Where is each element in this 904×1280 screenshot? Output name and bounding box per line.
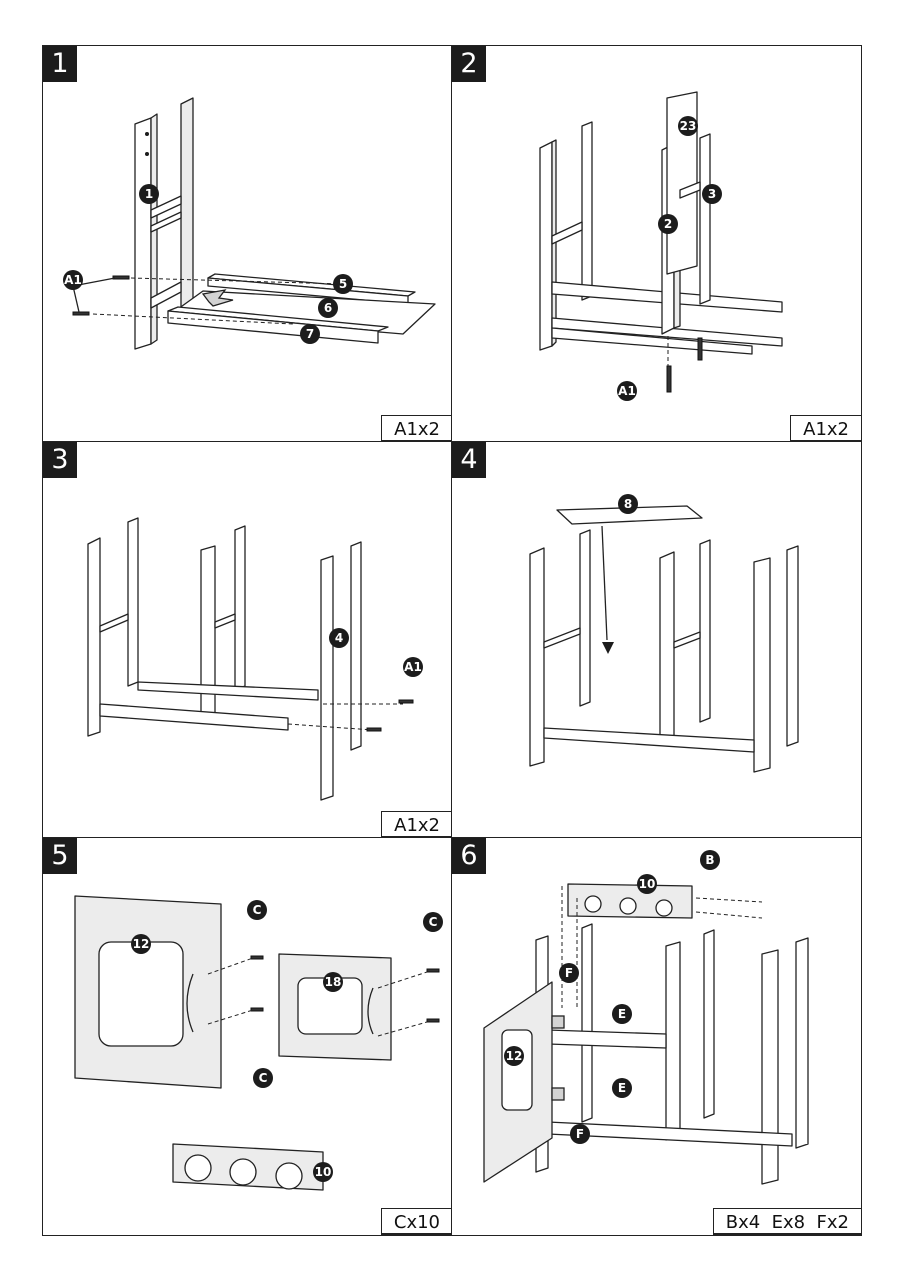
svg-text:1: 1	[145, 187, 153, 201]
step-4-illustration: 8	[529, 494, 799, 773]
step-number: 3	[43, 442, 77, 478]
step-1-illustration: 1 5 6 7 A1	[63, 97, 436, 350]
callout-part-12: 12	[131, 934, 151, 954]
svg-text:F: F	[565, 966, 573, 980]
svg-text:A1: A1	[404, 660, 422, 674]
step-number: 1	[43, 46, 77, 82]
callout-screw-c: C	[247, 900, 267, 920]
callout-hinge-f: F	[559, 963, 579, 983]
step-6-panel: 10 B F E E F 12 6 Bx4 Ex8 Fx2	[451, 837, 862, 1236]
step-2-illustration: 23 2 3 A1	[539, 91, 783, 401]
callout-part-4: 4	[329, 628, 349, 648]
svg-text:6: 6	[324, 301, 332, 315]
step-5-illustration: 12 18 10 C C C	[74, 895, 443, 1191]
svg-text:3: 3	[708, 187, 716, 201]
hardware-quantity: Bx4 Ex8 Fx2	[712, 1208, 862, 1236]
callout-part-12: 12	[504, 1046, 524, 1066]
callout-part-5: 5	[333, 274, 353, 294]
callout-part-18: 18	[323, 972, 343, 992]
svg-text:C: C	[259, 1071, 268, 1085]
svg-text:2: 2	[664, 217, 672, 231]
svg-text:A1: A1	[64, 273, 82, 287]
hardware-quantity: Cx10	[380, 1208, 453, 1236]
callout-screw-a1: A1	[403, 657, 423, 677]
step-number: 6	[452, 838, 486, 874]
svg-text:10: 10	[315, 1165, 332, 1179]
callout-screw-c: C	[423, 912, 443, 932]
svg-text:B: B	[705, 853, 714, 867]
step-6-illustration: 10 B F E E F 12	[483, 850, 809, 1185]
callout-screw-b: B	[700, 850, 720, 870]
step-3-illustration: 4 A1	[87, 517, 423, 801]
callout-part-23: 23	[678, 116, 698, 136]
callout-part-10: 10	[313, 1162, 333, 1182]
hardware-quantity: A1x2	[790, 415, 862, 443]
step-number: 5	[43, 838, 77, 874]
callout-part-2: 2	[658, 214, 678, 234]
step-number: 2	[452, 46, 486, 82]
svg-text:C: C	[253, 903, 262, 917]
callout-screw-c: C	[253, 1068, 273, 1088]
svg-text:12: 12	[506, 1049, 523, 1063]
callout-hinge-f: F	[570, 1124, 590, 1144]
svg-text:5: 5	[339, 277, 347, 291]
callout-screw-e: E	[612, 1078, 632, 1098]
svg-text:7: 7	[306, 327, 314, 341]
svg-text:E: E	[618, 1007, 626, 1021]
step-2-panel: 23 2 3 A1 2 A1x2	[451, 45, 862, 443]
callout-screw-a1: A1	[617, 381, 637, 401]
svg-text:18: 18	[325, 975, 342, 989]
hardware-quantity: A1x2	[381, 415, 453, 443]
svg-text:4: 4	[335, 631, 343, 645]
step-4-panel: 8 4	[451, 441, 862, 839]
callout-part-7: 7	[300, 324, 320, 344]
svg-text:C: C	[429, 915, 438, 929]
svg-text:F: F	[576, 1127, 584, 1141]
svg-text:12: 12	[133, 937, 150, 951]
svg-text:8: 8	[624, 497, 632, 511]
hardware-quantity: A1x2	[381, 811, 453, 839]
assembly-instructions: 1 5 6 7 A1 1 A1x2	[42, 45, 862, 1236]
callout-part-1: 1	[139, 184, 159, 204]
svg-text:A1: A1	[618, 384, 636, 398]
step-3-panel: 4 A1 3 A1x2	[42, 441, 453, 839]
callout-part-8: 8	[618, 494, 638, 514]
svg-text:E: E	[618, 1081, 626, 1095]
callout-part-3: 3	[702, 184, 722, 204]
step-number: 4	[452, 442, 486, 478]
callout-screw-a1: A1	[63, 270, 83, 290]
callout-part-10: 10	[637, 874, 657, 894]
svg-text:23: 23	[680, 119, 697, 133]
step-5-panel: 12 18 10 C C C 5 Cx10	[42, 837, 453, 1236]
svg-text:10: 10	[639, 877, 656, 891]
step-1-panel: 1 5 6 7 A1 1 A1x2	[42, 45, 453, 443]
callout-part-6: 6	[318, 298, 338, 318]
callout-screw-e: E	[612, 1004, 632, 1024]
